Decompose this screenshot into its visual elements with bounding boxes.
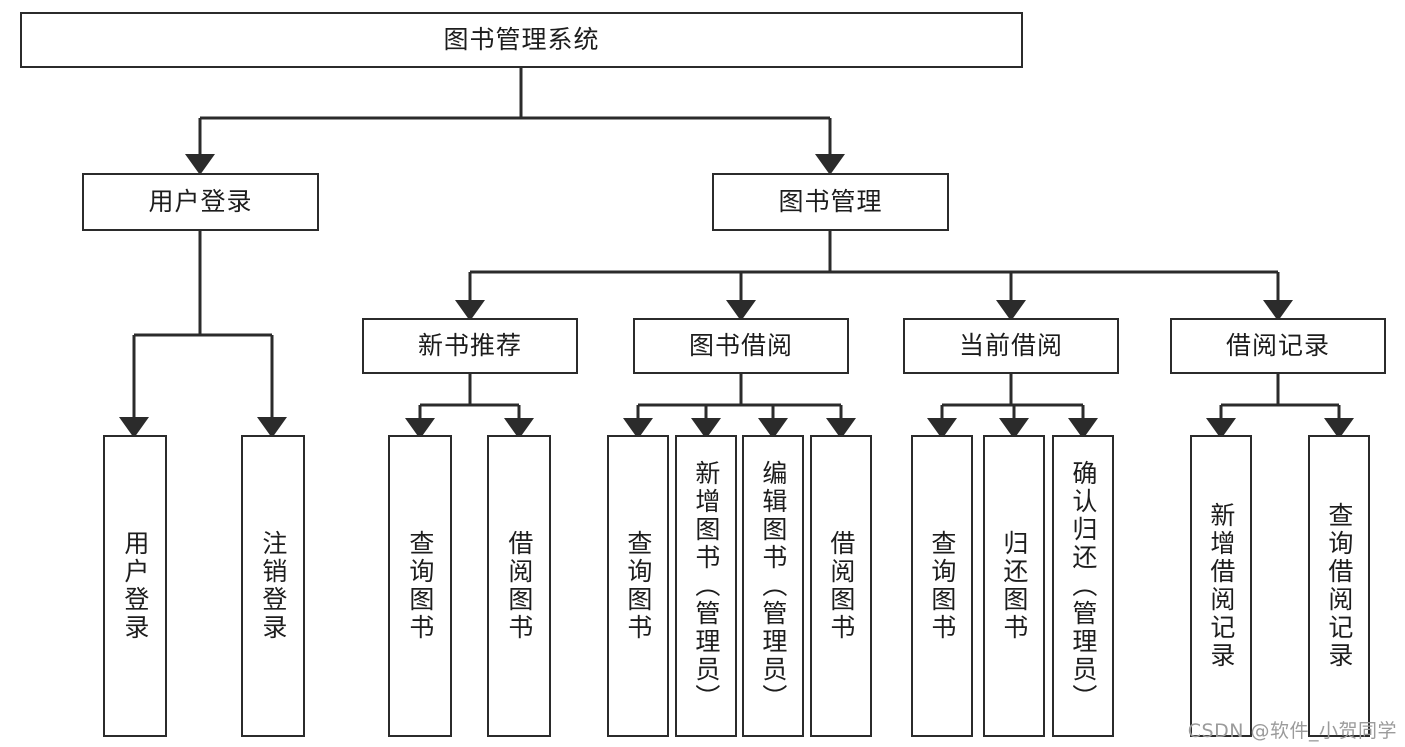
node-root-label: 图书管理系统	[443, 24, 600, 54]
node-book-borrow[interactable]: 图书借阅	[633, 318, 849, 374]
node-new-book-recommend[interactable]: 新书推荐	[362, 318, 578, 374]
node-leaf-query-borrow-record-label: 查询借阅记录	[1324, 502, 1354, 670]
node-leaf-query-books-borrow-label: 查询图书	[623, 530, 653, 642]
node-user-login-label: 用户登录	[148, 186, 253, 216]
node-book-borrow-label: 图书借阅	[688, 330, 793, 360]
node-leaf-user-login[interactable]: 用户登录	[103, 435, 167, 737]
node-leaf-add-borrow-record[interactable]: 新增借阅记录	[1190, 435, 1252, 737]
node-current-borrow-label: 当前借阅	[958, 330, 1063, 360]
connector-borrowrecords-to-leaves	[1206, 374, 1354, 439]
connector-newbook-to-leaves	[405, 374, 534, 439]
node-leaf-logout[interactable]: 注销登录	[241, 435, 305, 737]
node-leaf-confirm-return-admin[interactable]: 确认归还（管理员）	[1052, 435, 1114, 737]
node-book-management-label: 图书管理	[778, 186, 883, 216]
node-leaf-borrow-book-label: 借阅图书	[826, 530, 856, 642]
node-current-borrow[interactable]: 当前借阅	[903, 318, 1119, 374]
node-leaf-borrow-book[interactable]: 借阅图书	[810, 435, 872, 737]
node-borrow-records-label: 借阅记录	[1225, 330, 1330, 360]
node-leaf-logout-label: 注销登录	[258, 530, 288, 642]
connector-currentborrow-to-leaves	[927, 374, 1098, 439]
node-borrow-records[interactable]: 借阅记录	[1170, 318, 1386, 374]
node-leaf-borrow-books-rec[interactable]: 借阅图书	[487, 435, 551, 737]
node-leaf-borrow-books-rec-label: 借阅图书	[504, 530, 534, 642]
node-leaf-query-borrow-record[interactable]: 查询借阅记录	[1308, 435, 1370, 737]
connector-root-to-level2	[185, 68, 845, 175]
node-user-login[interactable]: 用户登录	[82, 173, 319, 231]
node-leaf-edit-book-admin[interactable]: 编辑图书（管理员）	[742, 435, 804, 737]
connector-bookborrow-to-leaves	[623, 374, 856, 439]
node-leaf-return-book-label: 归还图书	[999, 530, 1029, 642]
node-book-management[interactable]: 图书管理	[712, 173, 949, 231]
watermark: CSDN @软件_小贺同学	[1187, 720, 1397, 742]
node-leaf-query-books-current[interactable]: 查询图书	[911, 435, 973, 737]
node-leaf-return-book[interactable]: 归还图书	[983, 435, 1045, 737]
connector-bookmgmt-to-level3	[455, 231, 1293, 321]
node-leaf-confirm-return-admin-label: 确认归还（管理员）	[1068, 460, 1098, 712]
node-leaf-query-books-borrow[interactable]: 查询图书	[607, 435, 669, 737]
connector-userlogin-to-leaves	[119, 231, 287, 438]
node-new-book-recommend-label: 新书推荐	[417, 330, 522, 360]
node-leaf-query-books-rec-label: 查询图书	[405, 530, 435, 642]
node-leaf-add-borrow-record-label: 新增借阅记录	[1206, 502, 1236, 670]
node-leaf-user-login-label: 用户登录	[120, 530, 150, 642]
node-leaf-add-book-admin[interactable]: 新增图书（管理员）	[675, 435, 737, 737]
node-leaf-query-books-rec[interactable]: 查询图书	[388, 435, 452, 737]
node-leaf-query-books-current-label: 查询图书	[927, 530, 957, 642]
node-leaf-edit-book-admin-label: 编辑图书（管理员）	[758, 460, 788, 712]
node-root[interactable]: 图书管理系统	[20, 12, 1023, 68]
node-leaf-add-book-admin-label: 新增图书（管理员）	[691, 460, 721, 712]
